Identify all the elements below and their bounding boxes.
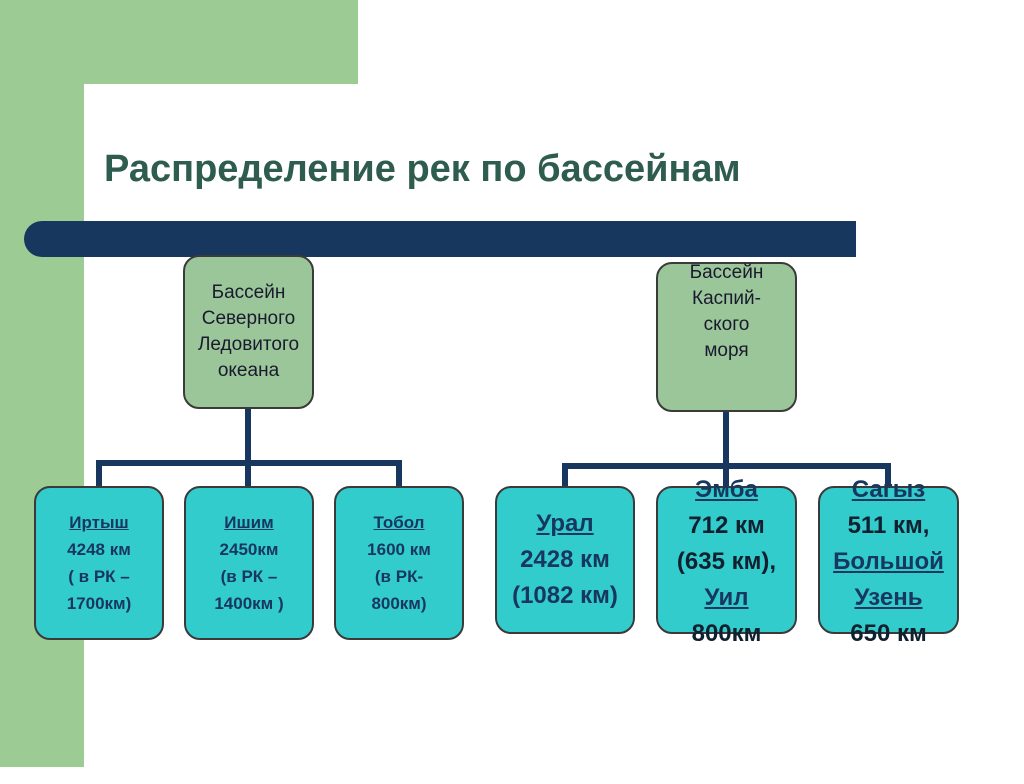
connector-lines [96, 406, 891, 489]
basin-arctic-line-4: океана [217, 360, 280, 381]
river-emba-rk: (635 км), [676, 548, 777, 575]
river-irtysh-rk-1: ( в РК – [68, 567, 130, 586]
river-irtysh-rk-2: 1700км) [66, 594, 132, 613]
river-sagyz-box: Сагыз 511 км, Большой Узень 650 км [818, 476, 959, 647]
basin-caspian-line-1: Бассейн [689, 262, 764, 283]
river-ishim-rk-2: 1400км ) [214, 594, 284, 613]
river-ishim-rk-1: (в РК – [220, 567, 278, 586]
title-underline-bar [24, 221, 856, 257]
river-ural-length: 2428 км [520, 546, 610, 573]
basin-caspian-line-3: ского [703, 314, 750, 335]
river-sagyz-name: Сагыз [851, 476, 926, 503]
river-bolshoy-uzen-name-1: Большой [833, 548, 944, 575]
river-ishim-length: 2450км [219, 540, 279, 559]
river-tobol-rk-1: (в РК- [374, 567, 424, 586]
basin-arctic-line-1: Бассейн [211, 282, 286, 303]
river-tobol-name: Тобол [373, 513, 425, 532]
basin-caspian-line-2: Каспий- [692, 288, 761, 309]
river-sagyz-length: 511 км, [847, 512, 930, 539]
river-ural-box: Урал 2428 км (1082 км) [495, 486, 635, 634]
river-tobol-length: 1600 км [367, 540, 431, 559]
slide-title: Распределение рек по бассейнам [104, 148, 741, 190]
river-tobol-box: Тобол 1600 км (в РК- 800км) [334, 486, 464, 640]
content-panel [84, 84, 1024, 784]
river-bolshoy-uzen-length: 650 км [850, 620, 927, 647]
river-tobol-rk-2: 800км) [371, 594, 427, 613]
river-irtysh-name: Иртыш [69, 513, 129, 532]
river-ural-name: Урал [536, 510, 594, 537]
river-uil-name: Уил [704, 584, 749, 611]
river-ural-rk: (1082 км) [512, 582, 618, 609]
river-emba-box: Эмба 712 км (635 км), Уил 800км [656, 476, 797, 647]
basin-caspian-line-4: моря [704, 340, 749, 361]
basin-arctic-box: Бассейн Северного Ледовитого океана [183, 255, 314, 409]
basin-arctic-line-3: Ледовитого [197, 334, 300, 355]
river-emba-name: Эмба [695, 476, 758, 503]
river-irtysh-box: Иртыш 4248 км ( в РК – 1700км) [34, 486, 164, 640]
river-bolshoy-uzen-name-2: Узень [854, 584, 923, 611]
river-irtysh-length: 4248 км [67, 540, 131, 559]
slide: Распределение рек по бассейнам Бассейн С… [0, 0, 959, 767]
river-ishim-box: Ишим 2450км (в РК – 1400км ) [184, 486, 314, 640]
basin-arctic-line-2: Северного [201, 308, 296, 329]
river-ishim-name: Ишим [224, 513, 274, 532]
river-uil-length: 800км [691, 620, 762, 647]
basin-caspian-box: Бассейн Каспий- ского моря [656, 262, 797, 412]
river-emba-length: 712 км [688, 512, 765, 539]
